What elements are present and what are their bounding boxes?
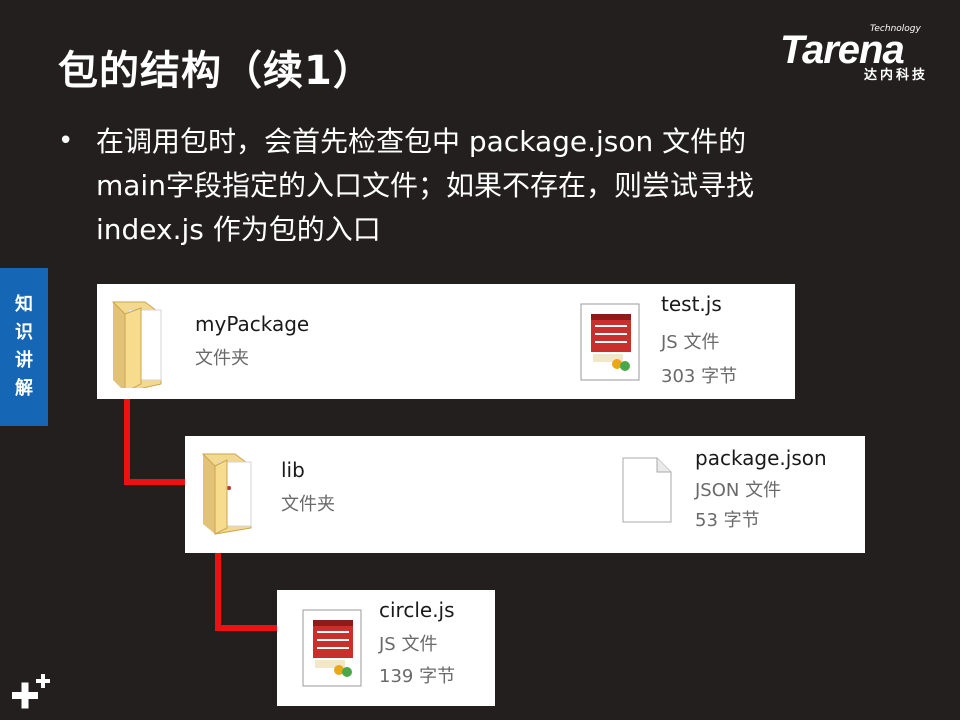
item-name-circle-js[interactable]: circle.js <box>379 598 455 622</box>
tarena-logo: Technology Tarena 达内科技 <box>780 24 950 84</box>
item-name-mypackage[interactable]: myPackage <box>195 312 310 336</box>
bullet-paragraph: 在调用包时，会首先检查包中 package.json 文件的 main字段指定的… <box>96 120 876 252</box>
bullet-line: index.js 作为包的入口 <box>96 213 381 246</box>
explorer-row-lib: lib 文件夹 package.json JSON 文件 53 字节 <box>185 436 865 553</box>
bullet-dot: • <box>58 126 74 156</box>
plus-logo-icon <box>8 672 52 716</box>
item-size-package-json: 53 字节 <box>695 510 760 531</box>
explorer-row-mypackage: myPackage 文件夹 test.js JS 文件 303 字节 <box>97 284 795 399</box>
item-type-test-js: JS 文件 <box>661 332 720 353</box>
bullet-line: main字段指定的入口文件；如果不存在，则尝试寻找 <box>96 169 754 202</box>
bullet-line: 在调用包时，会首先检查包中 package.json 文件的 <box>96 125 747 158</box>
side-tab-char: 解 <box>15 378 33 399</box>
js-file-icon[interactable] <box>579 302 643 382</box>
folder-icon[interactable] <box>195 444 259 540</box>
folder-icon[interactable] <box>105 292 169 393</box>
js-file-icon[interactable] <box>301 608 365 688</box>
item-type-lib: 文件夹 <box>281 494 335 515</box>
logo-cn-text: 达内科技 <box>864 68 929 83</box>
tree-connector <box>215 625 278 631</box>
side-tab-char: 知 <box>15 294 33 315</box>
item-name-package-json[interactable]: package.json <box>695 446 827 470</box>
tree-connector <box>124 399 130 485</box>
slide-title: 包的结构（续1） <box>58 48 374 94</box>
item-type-circle-js: JS 文件 <box>379 634 438 655</box>
blank-file-icon[interactable] <box>619 454 675 526</box>
side-tab-char: 讲 <box>15 350 33 371</box>
logo-brand-text: Tarena <box>780 28 905 72</box>
item-type-mypackage: 文件夹 <box>195 348 249 369</box>
side-tab-knowledge: 知 识 讲 解 <box>0 268 48 426</box>
explorer-row-circle-js: circle.js JS 文件 139 字节 <box>277 590 495 706</box>
logo-tech-text: Technology <box>870 24 921 34</box>
item-name-lib[interactable]: lib <box>281 458 305 482</box>
item-type-package-json: JSON 文件 <box>695 480 782 501</box>
item-size-circle-js: 139 字节 <box>379 666 456 687</box>
item-size-test-js: 303 字节 <box>661 366 738 387</box>
side-tab-char: 识 <box>15 322 33 343</box>
tree-connector <box>124 479 186 485</box>
item-name-test-js[interactable]: test.js <box>661 292 722 316</box>
tree-connector <box>215 553 221 631</box>
